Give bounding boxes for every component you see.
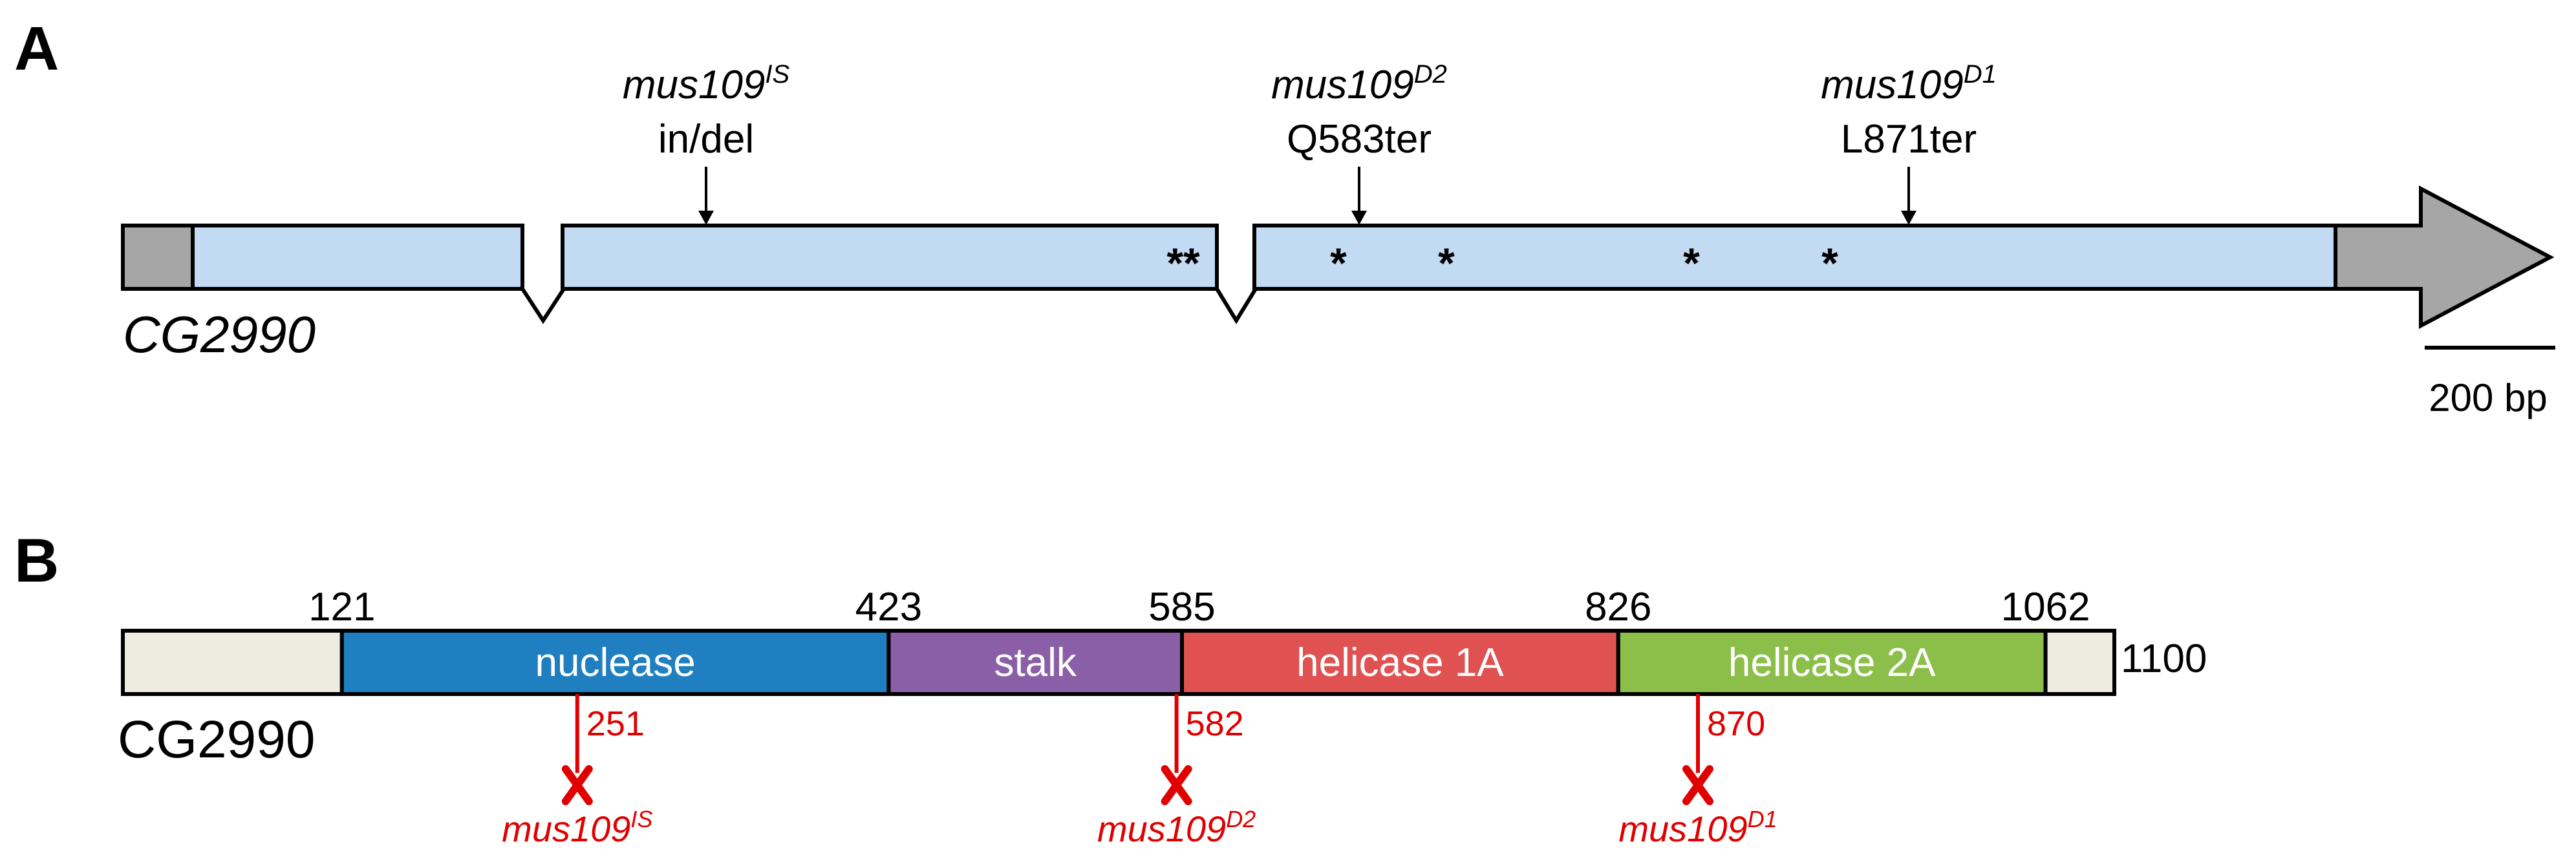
intron-2 [1215, 288, 1258, 324]
exon-2-stars: ** [1166, 239, 1200, 287]
boundary-label-826: 826 [1585, 585, 1651, 629]
gene-model [121, 185, 2555, 329]
annotation-d2-superscript: D2 [1414, 60, 1447, 89]
domain-stalk [886, 629, 1185, 696]
exon-1 [191, 224, 524, 291]
mutation-allele-label: mus109D2 [1097, 806, 1256, 849]
protein-c-terminal-region [2043, 629, 2117, 696]
boundary-label-1062: 1062 [2001, 585, 2090, 629]
domain-labels: nuclease stalk helicase 1A helicase 2A [535, 640, 1937, 685]
mutation-D1: 870 mus109D1 [1618, 694, 1777, 849]
protein-label: CG2990 [118, 710, 315, 769]
mutation-position-label: 870 [1707, 704, 1765, 743]
annotation-d1-superscript: D1 [1964, 60, 1997, 89]
exon-3-star-3: * [1683, 239, 1700, 287]
annotation-d2: mus109D2 Q583ter [1271, 60, 1447, 225]
mutation-D2: 582 mus109D2 [1097, 694, 1256, 849]
annotation-d1-allele: mus109 [1821, 63, 1964, 107]
annotation-d1: mus109D1 L871ter [1821, 60, 1997, 225]
domain-label-stalk: stalk [994, 640, 1077, 685]
mutation-allele-label: mus109D1 [1618, 806, 1777, 849]
mutation-x-mark [1161, 765, 1192, 805]
gene-label: CG2990 [123, 306, 316, 363]
exon-3-star-2: * [1438, 239, 1455, 287]
annotation-d2-arrowhead [1351, 211, 1367, 225]
mutation-position-label: 251 [586, 704, 645, 743]
panel-a: A ** * * * * CG2990 mus109IS [14, 14, 2555, 419]
intron-1 [521, 288, 566, 324]
domain-helicase-2A [1616, 629, 2048, 696]
annotation-d2-change: Q583ter [1287, 117, 1432, 162]
panel-a-letter: A [14, 14, 59, 83]
annotation-d1-change: L871ter [1841, 117, 1977, 162]
annotation-is-superscript: IS [765, 60, 789, 89]
mutation-IS: 251 mus109IS [502, 694, 652, 849]
mutation-allele-label: mus109IS [502, 806, 652, 849]
protein-n-terminal-region [121, 629, 344, 696]
annotation-is-arrowhead [698, 211, 714, 225]
annotation-d2-allele: mus109 [1271, 63, 1414, 107]
boundary-labels: 121 423 585 826 1062 [308, 585, 2090, 629]
protein-bar [121, 629, 2117, 696]
panel-b-letter: B [14, 526, 59, 595]
annotation-is: mus109IS in/del [623, 60, 790, 225]
exon-3-star-4: * [1821, 239, 1838, 287]
three-prime-utr-arrow [2334, 185, 2555, 329]
domain-label-nuclease: nuclease [535, 640, 696, 685]
mutation-position-label: 582 [1186, 704, 1244, 743]
boundary-label-121: 121 [308, 585, 375, 629]
panel-b: B nuclease stalk helicase 1A helicase 2A 12… [14, 526, 2207, 849]
scale-bar-label: 200 bp [2429, 376, 2548, 419]
exon-3-star-1: * [1330, 239, 1347, 287]
annotation-d1-arrowhead [1901, 211, 1916, 225]
mutation-x-mark [561, 765, 593, 805]
svg-text:mus109IS: mus109IS [623, 60, 790, 107]
five-prime-utr [121, 224, 195, 291]
exon-2 [561, 224, 1219, 291]
domain-label-helicase-2A: helicase 2A [1728, 640, 1936, 685]
svg-text:mus109D2: mus109D2 [1271, 60, 1447, 107]
annotation-is-change: in/del [658, 117, 754, 162]
boundary-label-423: 423 [855, 585, 922, 629]
mutation-x-mark [1682, 765, 1713, 805]
boundary-label-585: 585 [1148, 585, 1215, 629]
exon-3 [1252, 224, 2337, 291]
svg-text:mus109D1: mus109D1 [1821, 60, 1997, 107]
protein-length-label: 1100 [2121, 637, 2207, 681]
domain-label-helicase-1A: helicase 1A [1296, 640, 1504, 685]
annotation-is-allele: mus109 [623, 63, 766, 107]
mutation-markers: 251 mus109IS 582 mus109D2 870 mus109D1 [502, 694, 1777, 849]
